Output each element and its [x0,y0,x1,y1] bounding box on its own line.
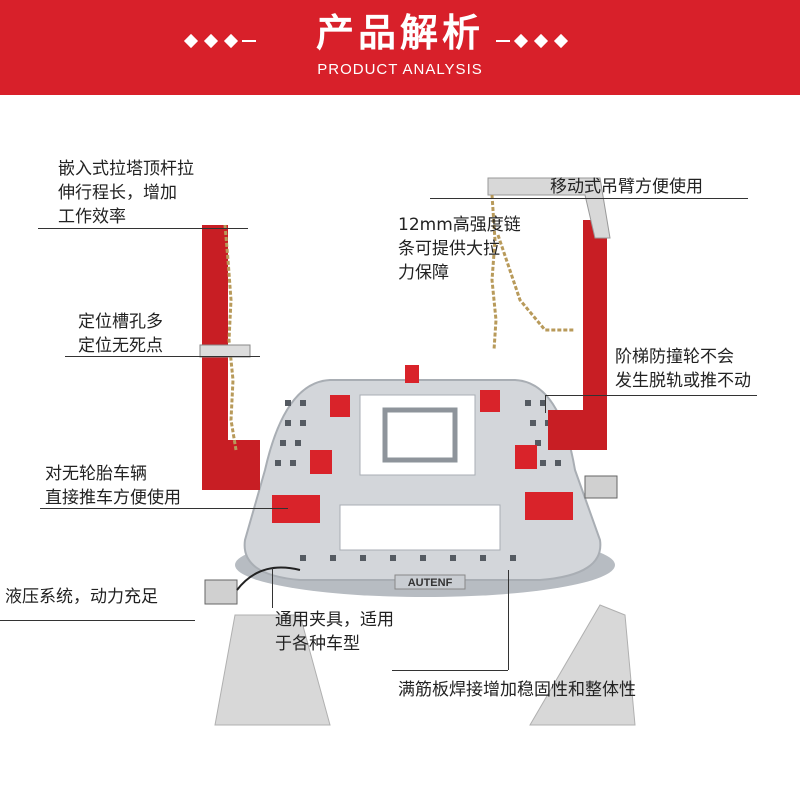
brand-plate-text: AUTENF [408,577,453,589]
brand-plate-bg [394,574,466,590]
callout-wheel: 阶梯防撞轮不会 发生脱轨或推不动 [615,347,751,391]
right-ramp [529,604,636,726]
frame-cutout-bottom [339,504,501,551]
left-diamond-decoration [178,33,268,50]
callout-arm: 移动式吊臂方便使用 [550,177,703,197]
right-pump [584,475,618,499]
callout-tire: 对无轮胎车辆 直接推车方便使用 [45,464,181,508]
frame-machine-illustration: AUTENF [199,177,636,726]
clamps [310,365,537,474]
left-tower-collar [199,344,251,358]
crane-arm [487,177,611,239]
left-chain [223,224,238,451]
header-banner: 产品解析 PRODUCT ANALYSIS [0,0,800,95]
callout-clamp: 通用夹具，适用 于各种车型 [275,610,394,654]
crane-chain-2 [496,234,575,332]
callout-line-tower [38,228,248,229]
frame-cutout-top [359,394,476,476]
right-diamond-decoration [496,33,586,50]
callout-line-wheel-drop [545,395,546,413]
right-tower-base [548,410,588,450]
callout-line-tire [40,508,288,509]
callout-line-weld-v [508,570,509,670]
crane-chain [490,194,498,351]
wheel-pad-left [272,495,320,523]
center-lift [382,407,458,463]
callout-line-hydraulic [0,620,195,621]
callout-tower: 嵌入式拉塔顶杆拉 伸行程长，增加 工作效率 [58,159,194,227]
page-subtitle: PRODUCT ANALYSIS [317,61,483,78]
callout-line-wheel [545,395,757,396]
left-hose [236,566,301,591]
left-pump [204,579,238,605]
left-ramp [214,614,331,726]
page-title: 产品解析 [315,11,484,55]
wheel-pad-right [525,492,573,520]
callout-line-weld-h [392,670,508,671]
callout-chain: 12mm高强度链 条可提供大拉 力保障 [398,215,521,283]
callout-slot: 定位槽孔多 定位无死点 [78,312,163,356]
callout-line-arm [430,198,748,199]
callout-line-slot [65,356,260,357]
callout-weld: 满筋板焊接增加稳固性和整体性 [398,680,636,700]
callout-hydraulic: 液压系统，动力充足 [5,587,158,607]
callout-line-clamp [272,568,273,608]
